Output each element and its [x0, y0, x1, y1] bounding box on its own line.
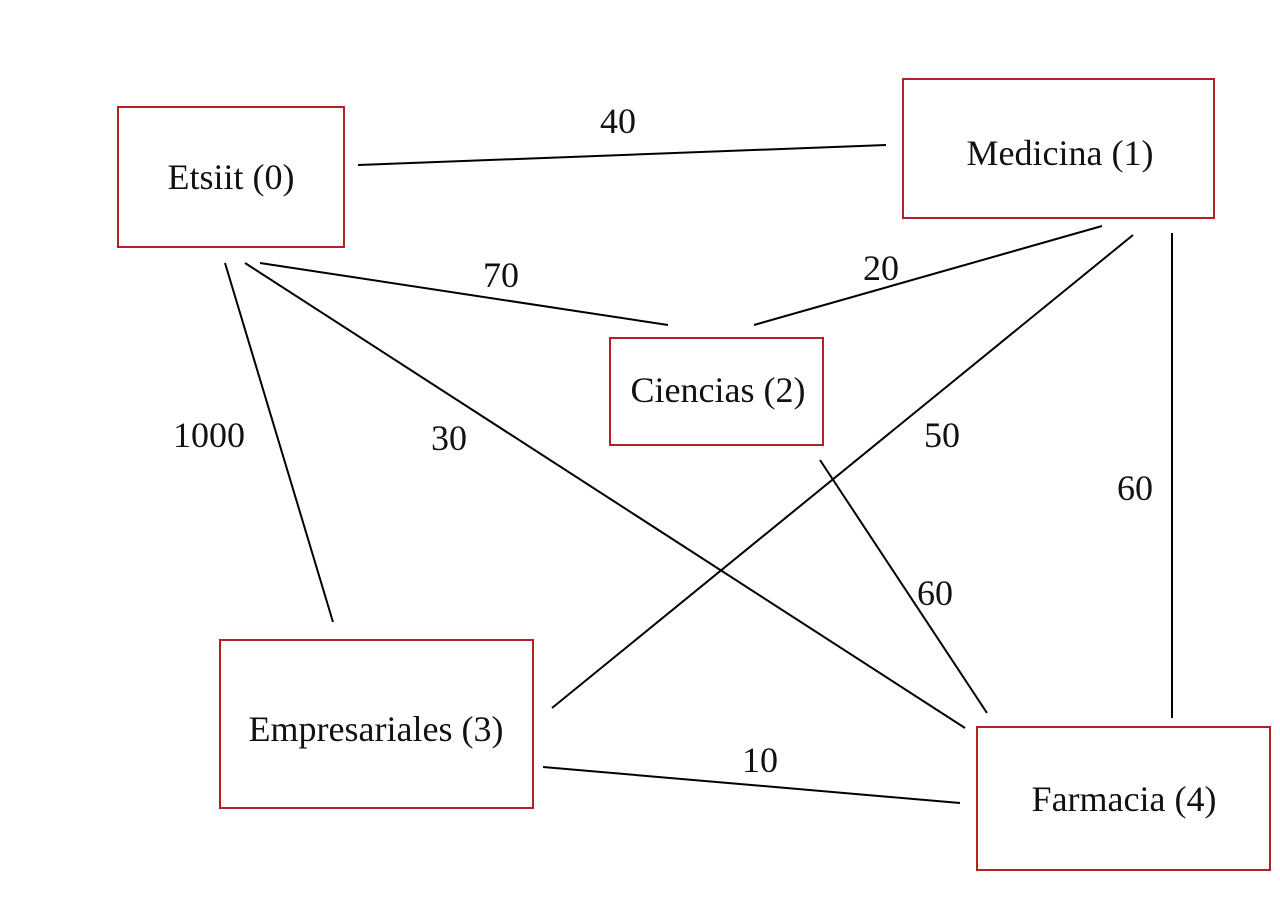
edge-line-0-4	[244, 262, 966, 729]
node-box	[117, 106, 345, 248]
edge-label-0-1: 40	[600, 101, 636, 141]
node-box	[976, 726, 1271, 871]
edge-line-3-4	[542, 766, 961, 804]
edge-label-1-4: 60	[1117, 468, 1153, 508]
node-label: Etsiit (0)	[168, 157, 295, 197]
node-medicina: Medicina (1)	[902, 78, 1215, 219]
node-box	[609, 337, 824, 446]
edge-line-0-3	[224, 262, 334, 623]
edges	[224, 144, 1173, 804]
node-box	[219, 639, 534, 809]
node-ciencias: Ciencias (2)	[609, 337, 824, 446]
node-label: Farmacia (4)	[1032, 779, 1217, 819]
edge-label-3-4: 10	[742, 740, 778, 780]
edge-label-0-4: 30	[431, 418, 467, 458]
edge-label-0-2: 70	[483, 255, 519, 295]
node-label: Empresariales (3)	[249, 709, 504, 749]
edge-label-1-2: 20	[863, 248, 899, 288]
edge-label-0-3: 1000	[173, 415, 245, 455]
edge-line-2-4	[819, 459, 988, 714]
node-etsiit: Etsiit (0)	[117, 106, 345, 248]
node-label: Ciencias (2)	[631, 370, 806, 410]
node-farmacia: Farmacia (4)	[976, 726, 1271, 871]
edge-line-1-2	[753, 225, 1103, 326]
edge-line-0-1	[357, 144, 887, 166]
edge-line-0-2	[259, 262, 669, 326]
edge-labels: 40 70 1000 30 20 50 60 60 10	[173, 101, 1153, 780]
edge-label-2-4: 60	[917, 573, 953, 613]
node-label: Medicina (1)	[967, 133, 1154, 173]
edge-line-1-3	[551, 234, 1134, 709]
node-empresariales: Empresariales (3)	[219, 639, 534, 809]
node-box	[902, 78, 1215, 219]
edge-label-1-3: 50	[924, 415, 960, 455]
